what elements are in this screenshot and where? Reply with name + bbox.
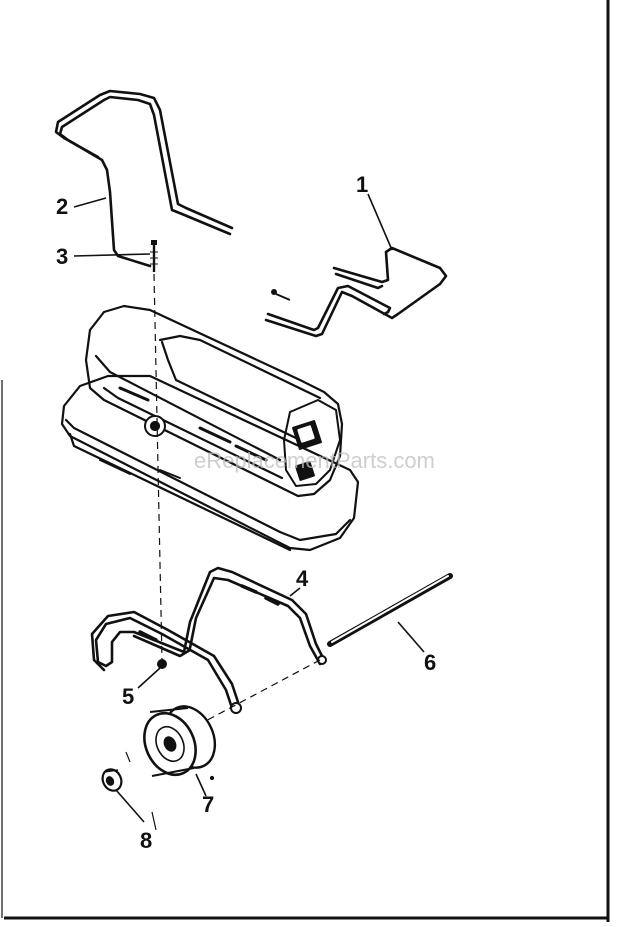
alignment-line-vertical (153, 273, 163, 661)
callout-1: 1 (356, 172, 368, 197)
part-1-small-screw (271, 289, 291, 301)
part-6-axle (327, 573, 453, 647)
stray-marks (125, 751, 215, 831)
callout-7: 7 (202, 792, 214, 817)
leader-5 (137, 667, 161, 689)
leader-6 (397, 621, 425, 653)
part-2-handle-wire-left (54, 89, 234, 268)
part-8-hub-cap (101, 768, 123, 792)
callout-6: 6 (424, 650, 436, 675)
callout-2: 2 (56, 194, 68, 219)
part-3-screw (150, 240, 158, 272)
leader-7 (195, 773, 207, 797)
leader-4 (289, 587, 301, 597)
part-1-handle-wire-right (264, 246, 448, 338)
callout-labels: 1 2 3 4 5 6 7 8 (56, 172, 436, 853)
part-4-wheel-frame (90, 566, 327, 714)
part-7-wheel (143, 705, 217, 777)
watermark-text: eReplacementParts.com (194, 448, 435, 473)
page-border (1, 0, 610, 922)
part-5-nut (157, 659, 167, 669)
heater-body (60, 304, 360, 552)
leader-lines (73, 193, 425, 823)
leader-3 (73, 253, 151, 257)
leader-2 (73, 197, 107, 208)
callout-5: 5 (122, 684, 134, 709)
leader-1 (367, 193, 393, 251)
callout-8: 8 (140, 828, 152, 853)
callout-3: 3 (56, 244, 68, 269)
leader-8 (115, 789, 145, 823)
alignment-line-axle (199, 659, 321, 725)
callout-4: 4 (296, 566, 309, 591)
